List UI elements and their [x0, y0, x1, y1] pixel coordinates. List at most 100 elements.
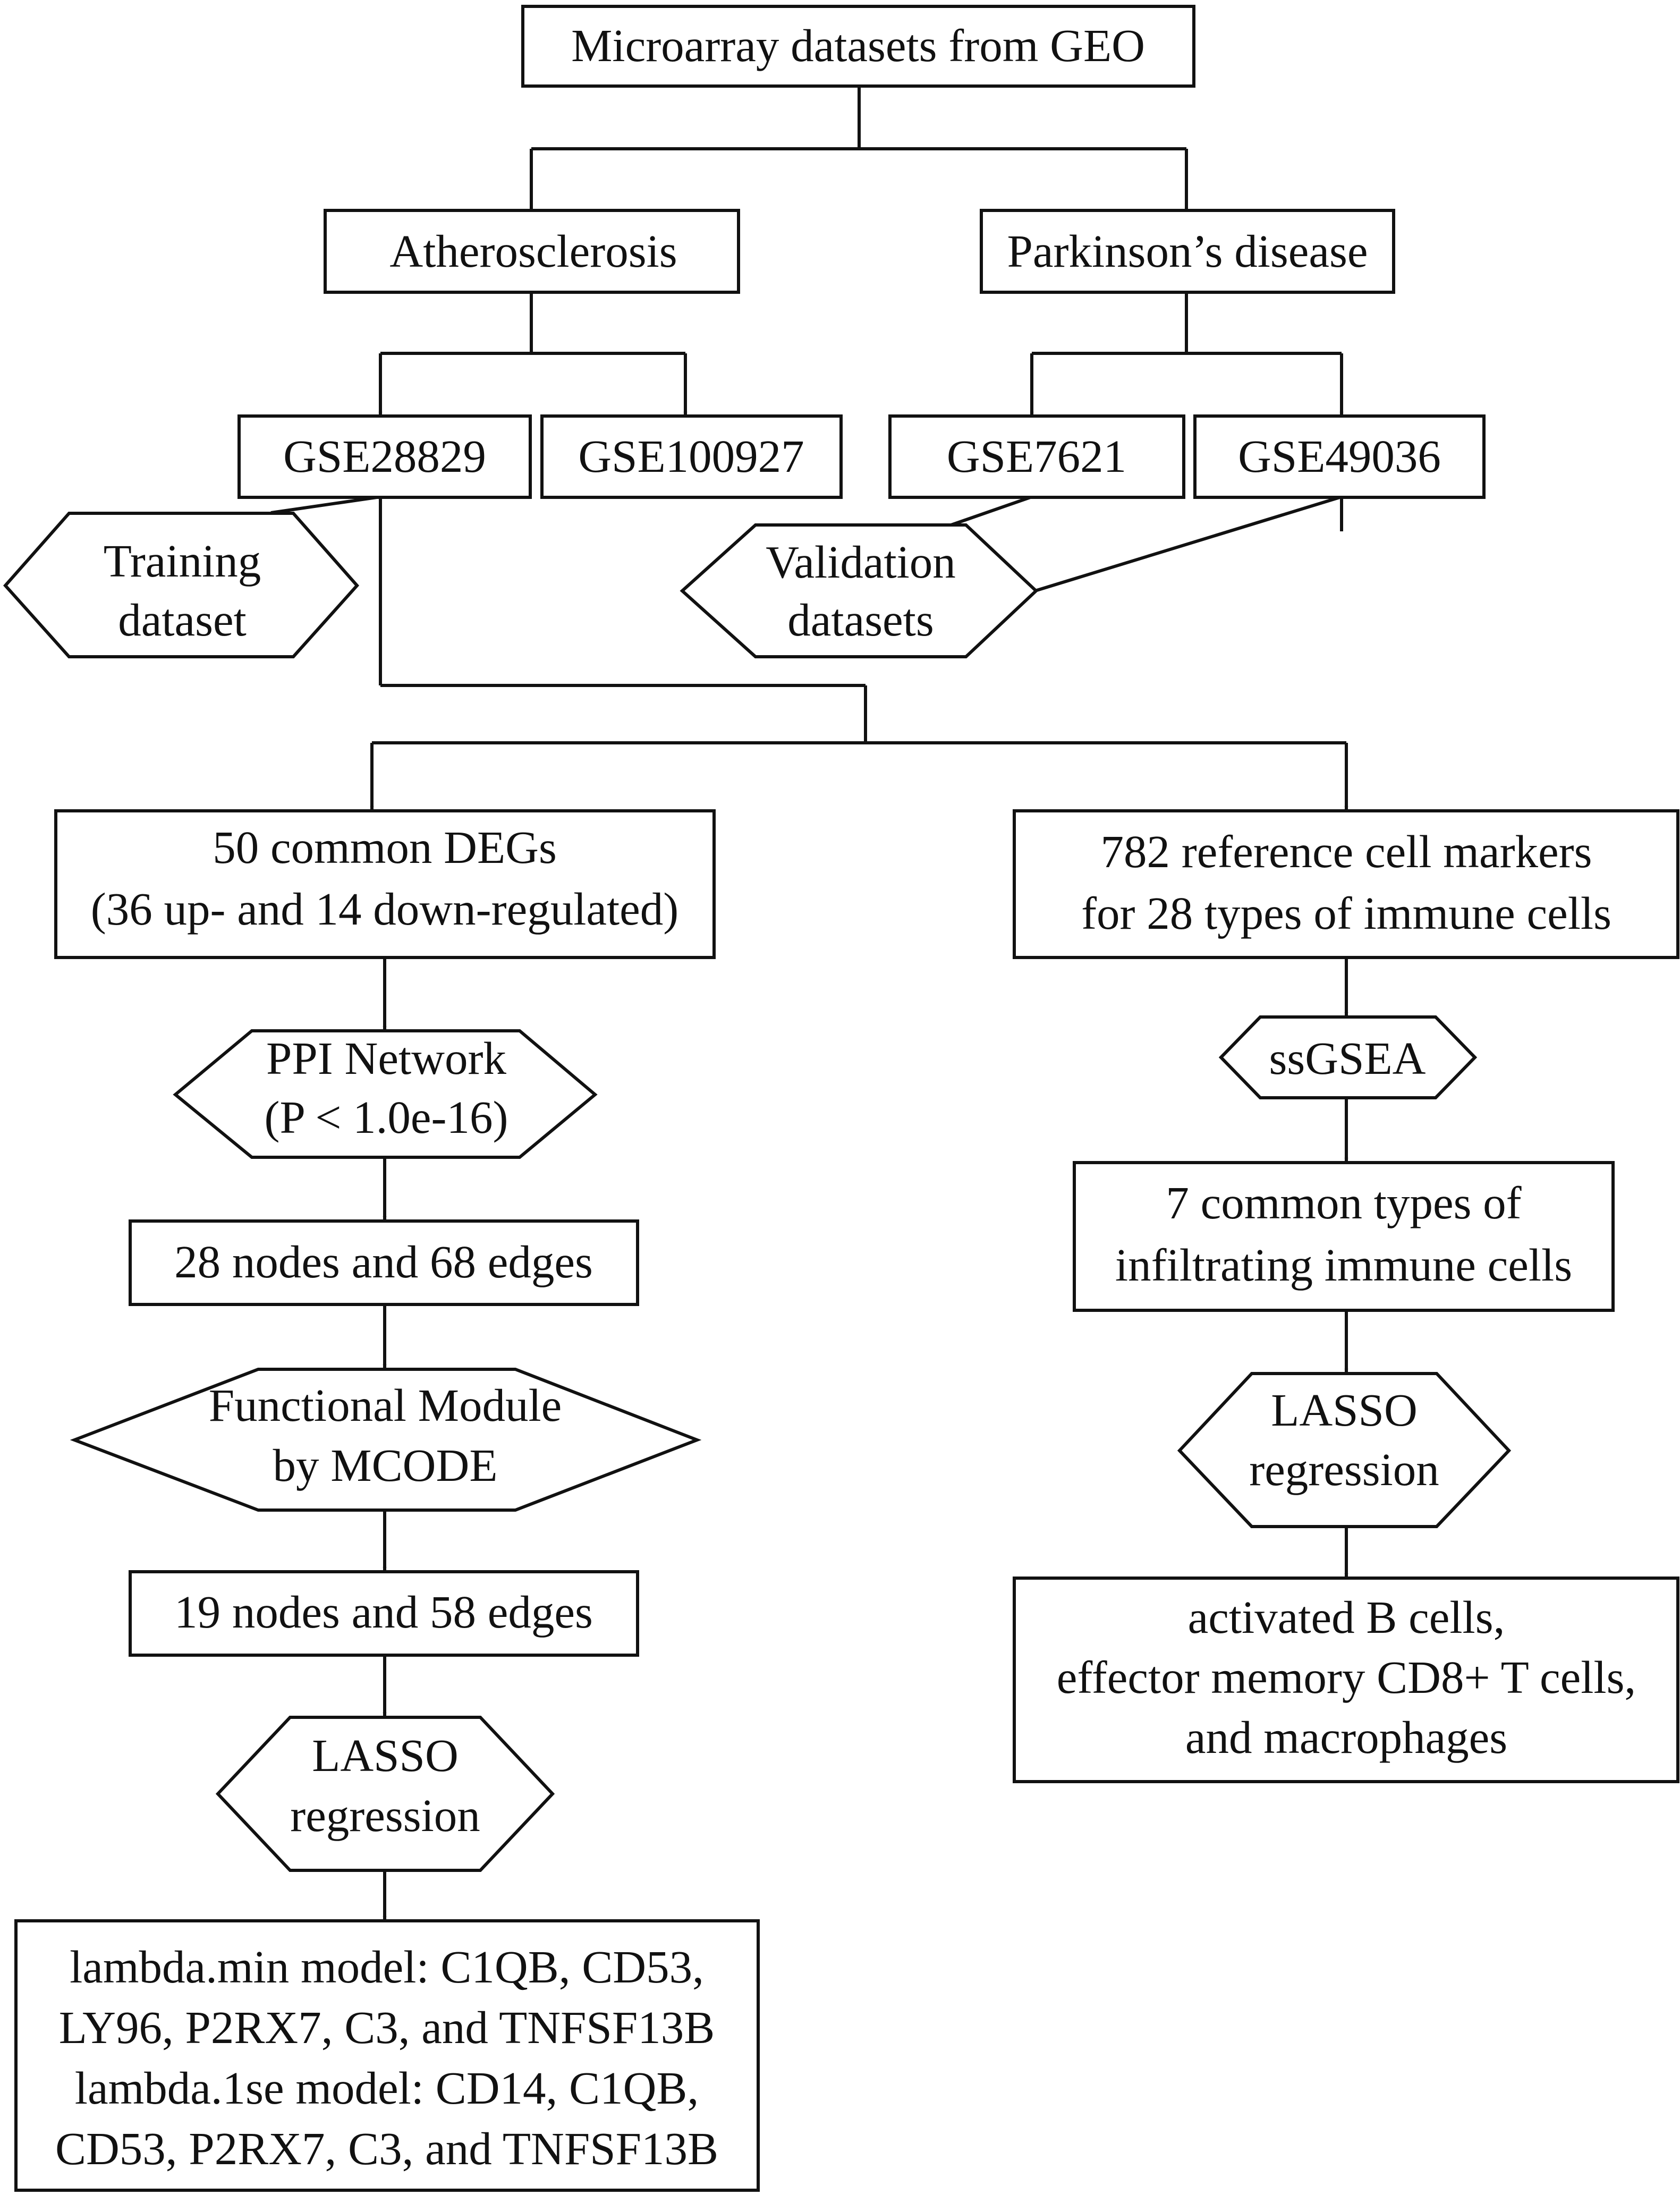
node-immune7: 7 common types of infiltrating immune ce…	[1073, 1161, 1615, 1312]
svg-text:lambda.1se model: CD14, C1QB,: lambda.1se model: CD14, C1QB,	[75, 2062, 699, 2114]
svg-text:regression: regression	[1249, 1444, 1439, 1495]
svg-text:(P < 1.0e-16): (P < 1.0e-16)	[264, 1091, 508, 1143]
node-training-line-1: Training	[104, 535, 261, 587]
svg-text:50 common DEGs: 50 common DEGs	[213, 821, 557, 873]
svg-text:19 nodes and 58 edges: 19 nodes and 58 edges	[174, 1586, 593, 1638]
svg-text:LASSO: LASSO	[1271, 1384, 1418, 1436]
node-genes-result-line-3: lambda.1se model: CD14, C1QB,	[75, 2062, 699, 2114]
node-mcode-line-1: Functional Module	[209, 1379, 562, 1431]
svg-text:Validation: Validation	[766, 536, 956, 588]
svg-text:Parkinson’s disease: Parkinson’s disease	[1007, 225, 1368, 277]
node-parkinsons: Parkinson’s disease	[980, 209, 1395, 294]
node-gse7621-text: GSE7621	[947, 430, 1126, 482]
svg-text:(36 up- and 14 down-regulated): (36 up- and 14 down-regulated)	[91, 883, 679, 935]
svg-text:lambda.min model: C1QB, CD53,: lambda.min model: C1QB, CD53,	[70, 1941, 704, 1993]
svg-text:by MCODE: by MCODE	[273, 1439, 498, 1491]
node-markers-line-1: 782 reference cell markers	[1100, 826, 1592, 877]
node-lasso-right-line-2: regression	[1249, 1444, 1439, 1495]
node-lasso-left-line-2: regression	[290, 1790, 480, 1841]
node-nodes19: 19 nodes and 58 edges	[129, 1570, 639, 1657]
svg-text:regression: regression	[290, 1790, 480, 1841]
node-ssgsea-text: ssGSEA	[1269, 1032, 1426, 1084]
node-gse100927-text: GSE100927	[578, 430, 804, 482]
svg-text:for 28 types of immune cells: for 28 types of immune cells	[1081, 887, 1611, 939]
connector-athero-split	[379, 292, 687, 413]
node-parkinsons-text: Parkinson’s disease	[1007, 225, 1368, 277]
svg-text:LASSO: LASSO	[312, 1730, 459, 1781]
node-gse28829: GSE28829	[237, 414, 532, 499]
svg-text:GSE7621: GSE7621	[947, 430, 1126, 482]
node-cells-result-line-3: and macrophages	[1185, 1711, 1507, 1763]
connector-parkinson-split	[1030, 292, 1343, 413]
connector-geo-split	[530, 85, 1188, 213]
node-nodes28-text: 28 nodes and 68 edges	[174, 1236, 593, 1287]
node-validation-line-2: datasets	[787, 594, 934, 646]
svg-text:effector memory CD8+ T cells,: effector memory CD8+ T cells,	[1057, 1651, 1636, 1703]
node-training-line-2: dataset	[118, 594, 247, 646]
node-cells-result: activated B cells, effector memory CD8+ …	[1013, 1577, 1679, 1783]
svg-text:LY96, P2RX7, C3, and TNFSF13B: LY96, P2RX7, C3, and TNFSF13B	[59, 2002, 715, 2053]
node-geo-text: Microarray datasets from GEO	[571, 20, 1145, 71]
svg-text:CD53, P2RX7, C3, and TNFSF13B: CD53, P2RX7, C3, and TNFSF13B	[55, 2123, 718, 2174]
node-atherosclerosis-text: Atherosclerosis	[389, 225, 677, 277]
connectors	[270, 85, 1346, 744]
node-gse49036: GSE49036	[1193, 414, 1486, 499]
node-ppi-line-1: PPI Network	[266, 1032, 506, 1084]
node-gse7621: GSE7621	[888, 414, 1185, 499]
node-lasso-left-line-1: LASSO	[312, 1730, 459, 1781]
svg-text:Training: Training	[104, 535, 261, 587]
svg-text:GSE49036: GSE49036	[1238, 430, 1441, 482]
svg-text:dataset: dataset	[118, 594, 247, 646]
node-genes-result-line-2: LY96, P2RX7, C3, and TNFSF13B	[59, 2002, 715, 2053]
node-degs: 50 common DEGs (36 up- and 14 down-regul…	[54, 809, 716, 959]
svg-text:28 nodes and 68 edges: 28 nodes and 68 edges	[174, 1236, 593, 1287]
svg-text:782 reference cell markers: 782 reference cell markers	[1100, 826, 1592, 877]
node-nodes19-text: 19 nodes and 58 edges	[174, 1586, 593, 1638]
node-degs-line-2: (36 up- and 14 down-regulated)	[91, 883, 679, 935]
svg-text:7 common types of: 7 common types of	[1166, 1177, 1521, 1228]
node-gse28829-text: GSE28829	[283, 430, 486, 482]
svg-text:GSE100927: GSE100927	[578, 430, 804, 482]
connector-validation-links	[951, 495, 1342, 592]
node-cells-result-line-1: activated B cells,	[1188, 1591, 1505, 1643]
node-markers-line-2: for 28 types of immune cells	[1081, 887, 1611, 939]
node-immune7-line-1: 7 common types of	[1166, 1177, 1521, 1228]
svg-text:Atherosclerosis: Atherosclerosis	[389, 225, 677, 277]
svg-text:datasets: datasets	[787, 594, 934, 646]
svg-text:Functional Module: Functional Module	[209, 1379, 562, 1431]
node-ppi-line-2: (P < 1.0e-16)	[264, 1091, 508, 1143]
connector-training-link	[270, 495, 381, 514]
node-geo: Microarray datasets from GEO	[521, 5, 1195, 88]
node-ssgsea: ssGSEA	[1218, 1015, 1478, 1099]
node-functional-module: Functional Module by MCODE	[70, 1368, 702, 1512]
node-lasso-right: LASSO regression	[1177, 1372, 1512, 1528]
node-degs-line-1: 50 common DEGs	[213, 821, 557, 873]
node-gse100927: GSE100927	[540, 414, 843, 499]
node-validation-line-1: Validation	[766, 536, 956, 588]
svg-text:PPI Network: PPI Network	[266, 1032, 506, 1084]
node-nodes28: 28 nodes and 68 edges	[129, 1219, 639, 1306]
svg-text:infiltrating immune cells: infiltrating immune cells	[1115, 1239, 1572, 1291]
svg-text:and macrophages: and macrophages	[1185, 1711, 1507, 1763]
node-atherosclerosis: Atherosclerosis	[324, 209, 740, 294]
node-lasso-right-line-1: LASSO	[1271, 1384, 1418, 1436]
node-ppi-network: PPI Network (P < 1.0e-16)	[173, 1029, 598, 1159]
arrows	[370, 353, 1348, 1920]
node-genes-result-line-4: CD53, P2RX7, C3, and TNFSF13B	[55, 2123, 718, 2174]
node-gse49036-text: GSE49036	[1238, 430, 1441, 482]
node-genes-result: lambda.min model: C1QB, CD53, LY96, P2RX…	[14, 1919, 760, 2192]
svg-text:ssGSEA: ssGSEA	[1269, 1032, 1426, 1084]
svg-text:Microarray datasets from GEO: Microarray datasets from GEO	[571, 20, 1145, 71]
node-validation-datasets: Validation datasets	[680, 523, 1039, 658]
node-lasso-left: LASSO regression	[215, 1716, 555, 1872]
svg-text:activated B cells,: activated B cells,	[1188, 1591, 1505, 1643]
node-training-dataset: Training dataset	[3, 512, 360, 658]
node-cells-result-line-2: effector memory CD8+ T cells,	[1057, 1651, 1636, 1703]
node-genes-result-line-1: lambda.min model: C1QB, CD53,	[70, 1941, 704, 1993]
node-mcode-line-2: by MCODE	[273, 1439, 498, 1491]
node-markers: 782 reference cell markers for 28 types …	[1013, 809, 1679, 959]
node-immune7-line-2: infiltrating immune cells	[1115, 1239, 1572, 1291]
svg-text:GSE28829: GSE28829	[283, 430, 486, 482]
connector-datasets-merge	[372, 497, 1346, 744]
